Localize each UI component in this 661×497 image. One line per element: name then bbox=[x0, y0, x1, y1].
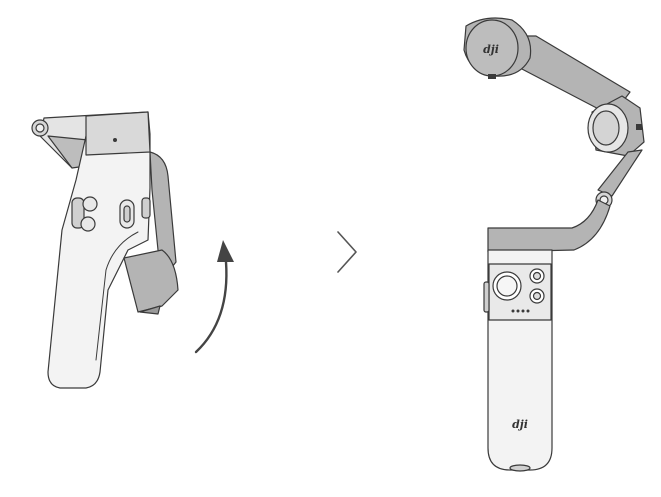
folded-camera-edge bbox=[139, 305, 161, 315]
camera-notch bbox=[488, 74, 496, 79]
joystick-inner bbox=[496, 275, 518, 297]
handle-logo: dji bbox=[512, 418, 528, 431]
camera-motor: dji bbox=[463, 17, 532, 79]
folded-handle-groove bbox=[95, 231, 139, 361]
rotation-arrow bbox=[194, 240, 234, 354]
chevron-right-icon bbox=[337, 231, 357, 273]
folded-handle-body bbox=[47, 133, 151, 389]
unfolded-gimbal: dji bbox=[463, 17, 645, 472]
control-panel bbox=[483, 263, 552, 321]
folded-gimbal bbox=[31, 111, 179, 389]
side-trigger[interactable] bbox=[483, 281, 490, 313]
folded-head-hole bbox=[113, 138, 117, 142]
folded-side-controls bbox=[71, 196, 151, 232]
rotation-arrow-head bbox=[217, 240, 234, 262]
folded-camera-block bbox=[123, 249, 179, 313]
camera-logo: dji bbox=[483, 43, 499, 56]
connecting-arm bbox=[487, 199, 611, 253]
mode-button-inner bbox=[532, 271, 542, 281]
status-leds bbox=[511, 309, 530, 313]
folded-head-cap bbox=[85, 111, 151, 156]
tripod-mount bbox=[509, 464, 531, 472]
folded-roll-knob bbox=[31, 119, 49, 137]
rotation-arrow-shaft bbox=[194, 260, 228, 354]
record-button-inner bbox=[532, 291, 542, 301]
descending-arm bbox=[597, 149, 643, 197]
roll-motor bbox=[587, 95, 645, 157]
